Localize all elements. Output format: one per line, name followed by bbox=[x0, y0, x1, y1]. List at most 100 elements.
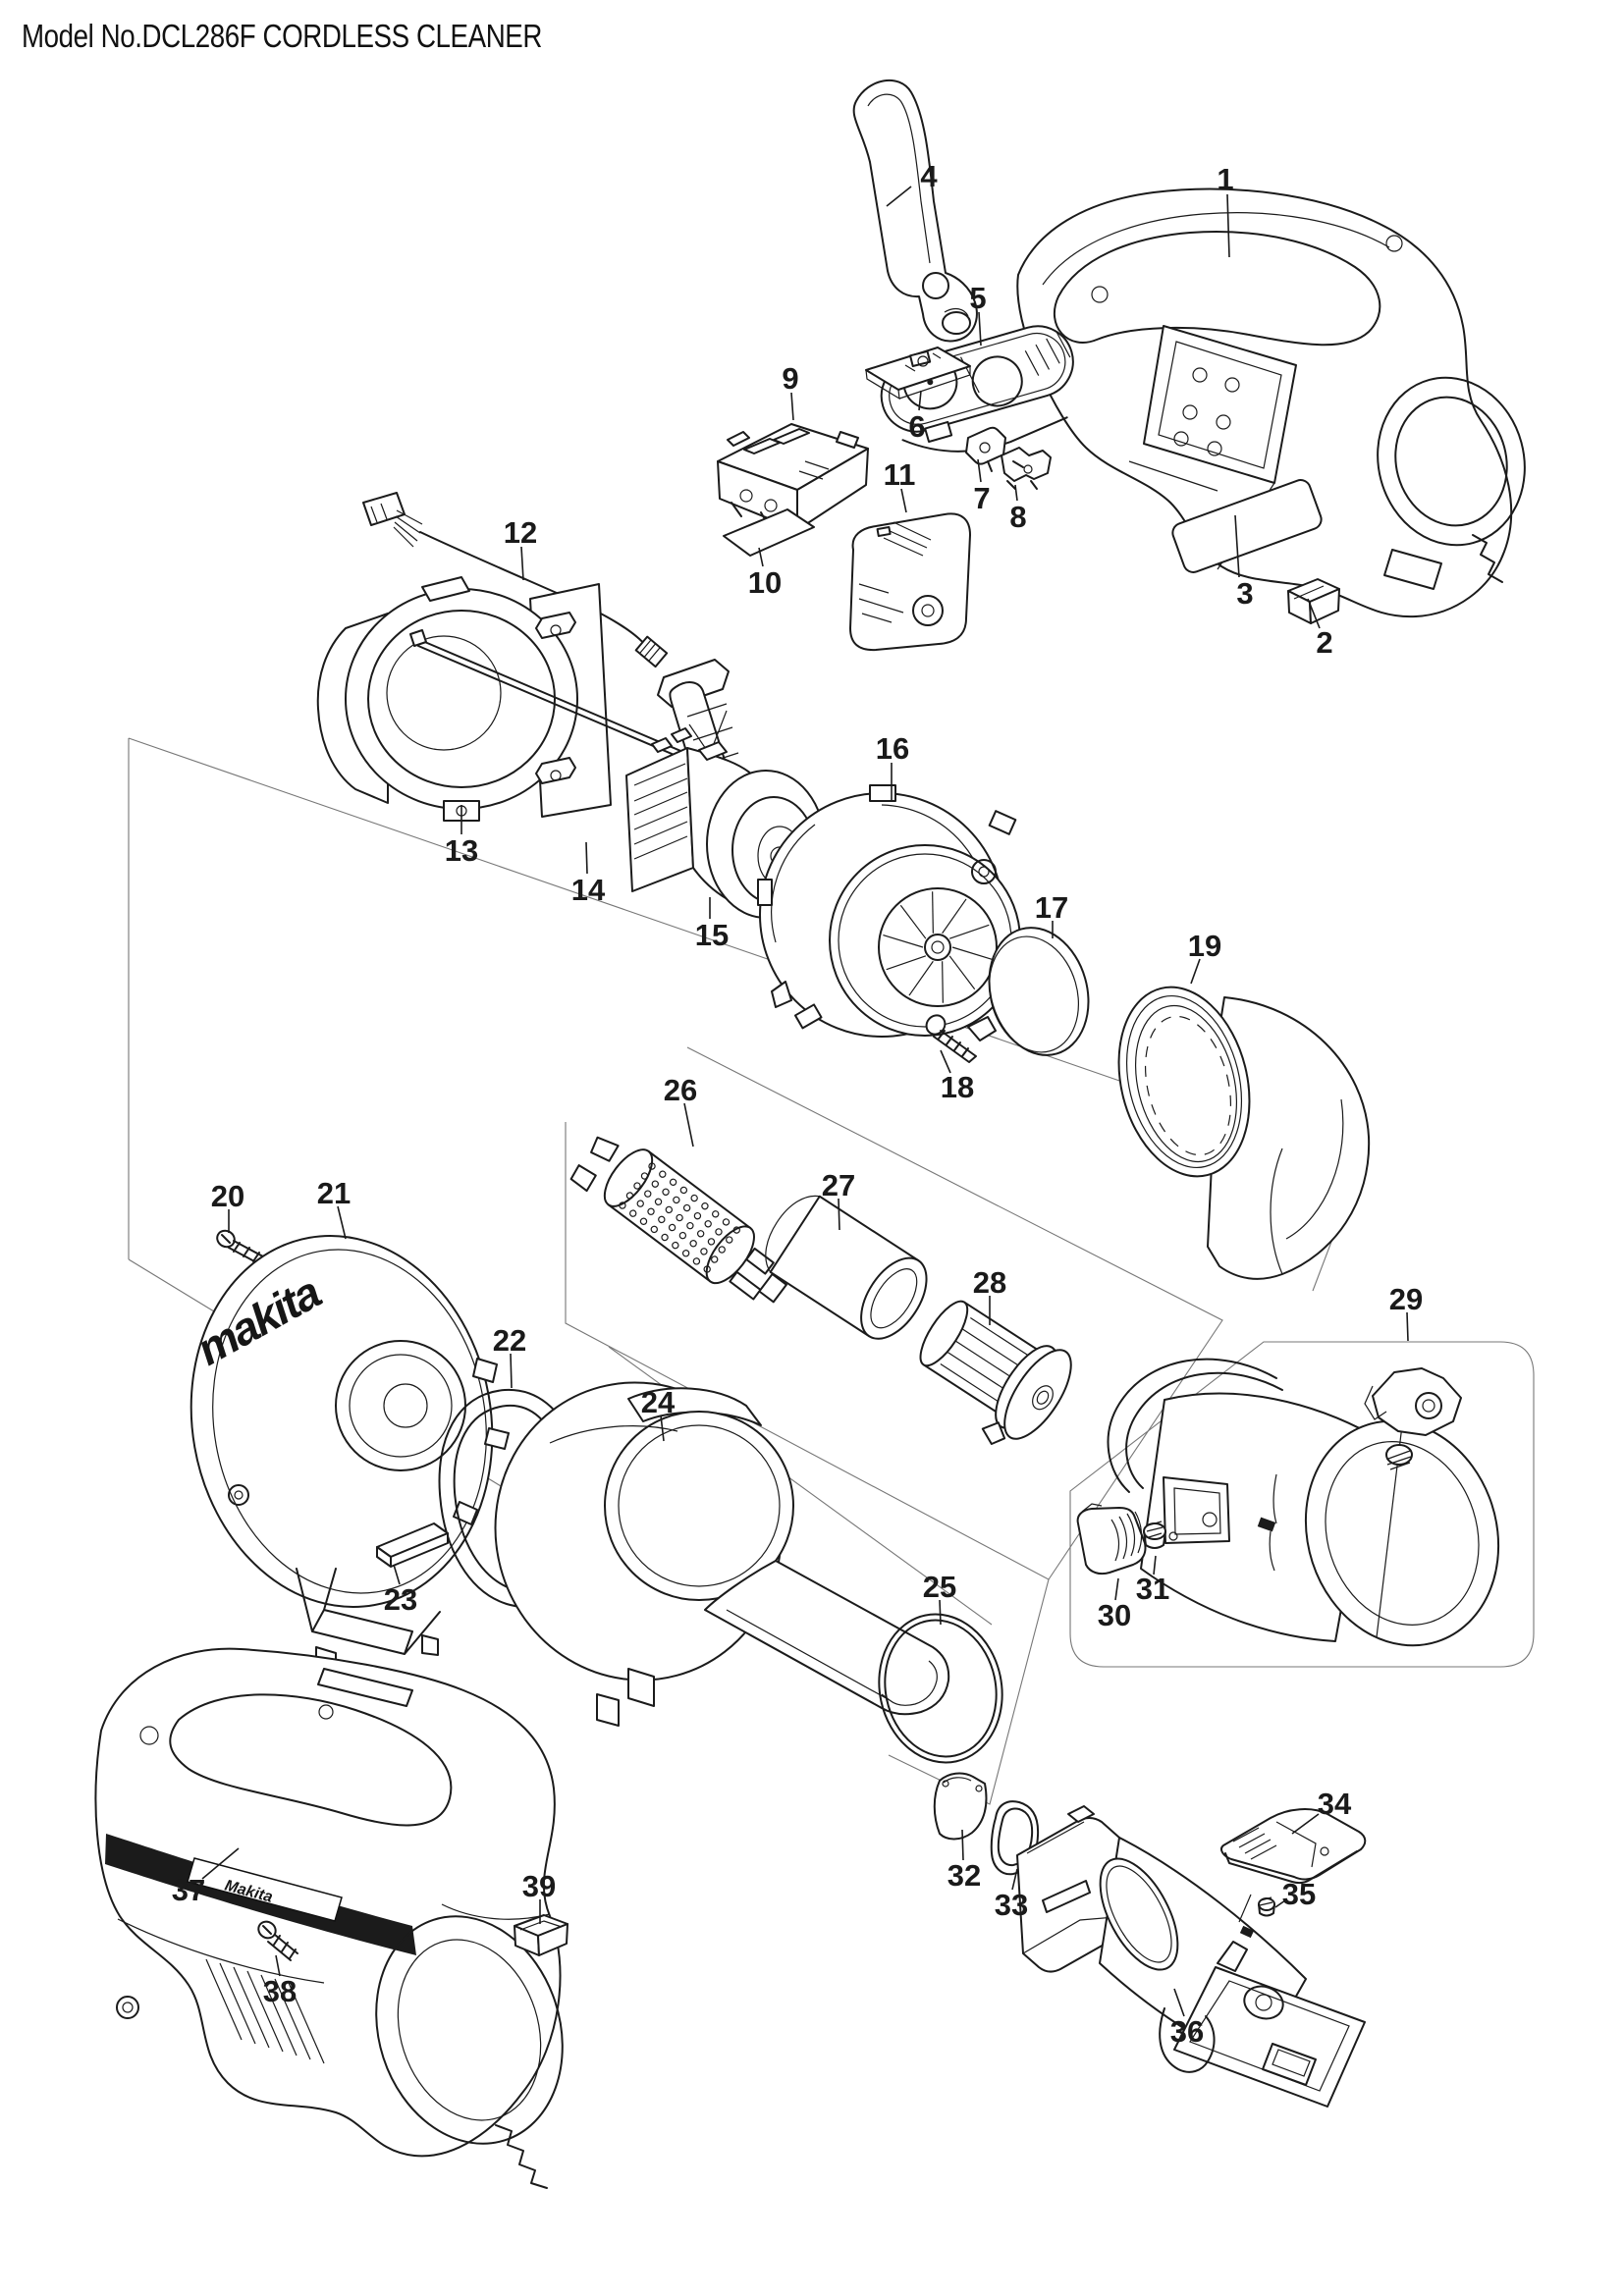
part-label-36: 36 bbox=[1170, 2014, 1204, 2049]
part-leader-6 bbox=[918, 390, 922, 411]
part-29-group-box bbox=[1069, 1341, 1535, 1668]
part-label-14: 14 bbox=[571, 873, 606, 907]
part-label-22: 22 bbox=[493, 1323, 526, 1358]
part-09-terminal-block bbox=[717, 423, 869, 531]
part-label-10: 10 bbox=[748, 565, 782, 600]
part-label-25: 25 bbox=[923, 1570, 956, 1604]
part-leader-18 bbox=[940, 1049, 951, 1074]
part-38-screw bbox=[257, 1920, 298, 1961]
part-leader-21 bbox=[337, 1205, 347, 1240]
part-leader-7 bbox=[977, 458, 982, 483]
part-label-30: 30 bbox=[1098, 1598, 1131, 1632]
part-32-valve-flap bbox=[933, 1772, 988, 1841]
part-label-2: 2 bbox=[1316, 625, 1332, 660]
part-label-5: 5 bbox=[969, 281, 986, 315]
part-label-34: 34 bbox=[1318, 1787, 1352, 1821]
part-label-20: 20 bbox=[211, 1179, 244, 1213]
part-label-27: 27 bbox=[822, 1168, 855, 1202]
part-19-filter-bag bbox=[1117, 986, 1371, 1280]
part-label-37: 37 bbox=[172, 1873, 205, 1907]
part-leader-38 bbox=[275, 1954, 281, 1977]
part-31-nut bbox=[1143, 1521, 1166, 1549]
part-leader-1 bbox=[1226, 193, 1230, 258]
part-leader-2 bbox=[1307, 598, 1321, 629]
perforations bbox=[619, 1162, 740, 1273]
part-leader-31 bbox=[1153, 1555, 1157, 1575]
part-13-motor-bracket-rear bbox=[316, 576, 739, 822]
part-11-controller-cover bbox=[849, 512, 971, 652]
part-label-29: 29 bbox=[1389, 1282, 1423, 1316]
part-34-lock-lever bbox=[1220, 1808, 1367, 1885]
part-23-sponge-pad bbox=[376, 1522, 449, 1568]
part-label-4: 4 bbox=[920, 159, 938, 193]
part-label-7: 7 bbox=[973, 481, 990, 515]
part-label-26: 26 bbox=[664, 1073, 697, 1107]
part-16-fan-housing bbox=[757, 784, 1042, 1041]
part-01-rear-housing bbox=[1016, 187, 1526, 618]
part-06-sensor-plate bbox=[865, 347, 971, 400]
part-17-filter-disc bbox=[988, 927, 1090, 1056]
part-29-dust-box-assembly bbox=[1107, 1358, 1500, 1647]
part-label-23: 23 bbox=[384, 1582, 417, 1617]
part-27-sponge-filter bbox=[765, 1195, 928, 1340]
part-label-15: 15 bbox=[695, 918, 729, 952]
part-26-prefilter-tube bbox=[569, 1136, 787, 1304]
part-21-motor-cover: makita bbox=[189, 1235, 510, 1668]
part-leader-30 bbox=[1114, 1577, 1119, 1601]
part-18-screw bbox=[925, 1014, 977, 1063]
part-07-micro-switch bbox=[965, 426, 1006, 472]
page-title: Model No.DCL286F CORDLESS CLEANER bbox=[22, 18, 542, 54]
part-leader-29 bbox=[1406, 1311, 1409, 1342]
part-label-18: 18 bbox=[941, 1070, 974, 1104]
part-leader-35 bbox=[1274, 1899, 1286, 1908]
part-label-17: 17 bbox=[1035, 890, 1068, 925]
part-leader-3 bbox=[1234, 514, 1240, 578]
part-label-19: 19 bbox=[1188, 929, 1221, 963]
part-label-33: 33 bbox=[995, 1888, 1028, 1922]
part-30-latch-button bbox=[1076, 1503, 1147, 1575]
part-leader-37 bbox=[201, 1847, 240, 1880]
part-24-dust-case bbox=[494, 1381, 950, 1727]
part-leader-19 bbox=[1190, 958, 1201, 985]
part-label-6: 6 bbox=[908, 409, 925, 444]
part-leader-23 bbox=[393, 1564, 401, 1585]
part-leader-36 bbox=[1173, 1988, 1185, 2017]
part-leader-8 bbox=[1014, 484, 1018, 502]
impeller-blades bbox=[883, 891, 993, 1003]
part-leader-32 bbox=[961, 1829, 964, 1861]
part-label-31: 31 bbox=[1136, 1572, 1169, 1606]
part-leader-4 bbox=[886, 186, 912, 207]
part-25-seal-ring bbox=[878, 1613, 1003, 1764]
part-leader-11 bbox=[900, 488, 907, 513]
part-label-38: 38 bbox=[263, 1974, 297, 2008]
part-leader-12 bbox=[520, 546, 524, 581]
part-leader-25 bbox=[939, 1599, 942, 1626]
part-03-label-sticker bbox=[1171, 479, 1323, 573]
part-leader-24 bbox=[660, 1415, 665, 1442]
part-label-21: 21 bbox=[317, 1176, 351, 1210]
part-label-16: 16 bbox=[876, 731, 909, 766]
part-04-hanger-strap bbox=[852, 79, 978, 343]
part-leader-5 bbox=[978, 311, 982, 347]
part-leader-34 bbox=[1291, 1813, 1320, 1835]
part-label-3: 3 bbox=[1236, 576, 1253, 611]
part-label-32: 32 bbox=[947, 1858, 981, 1893]
part-label-11: 11 bbox=[884, 457, 916, 492]
part-39-end-cap bbox=[514, 1914, 568, 1956]
part-leader-22 bbox=[510, 1353, 513, 1389]
part-37-front-housing: Makita bbox=[94, 1647, 564, 2189]
part-label-39: 39 bbox=[522, 1869, 556, 1903]
part-label-12: 12 bbox=[504, 515, 537, 550]
part-label-35: 35 bbox=[1282, 1877, 1316, 1911]
part-label-24: 24 bbox=[641, 1385, 676, 1419]
part-leader-9 bbox=[790, 392, 794, 421]
part-label-28: 28 bbox=[973, 1265, 1006, 1300]
part-08-micro-switch bbox=[1001, 447, 1052, 490]
part-label-8: 8 bbox=[1009, 500, 1026, 534]
part-02-switch-knob bbox=[1287, 578, 1340, 624]
part-label-13: 13 bbox=[445, 833, 478, 868]
part-leader-10 bbox=[758, 547, 764, 567]
part-10-label-sticker bbox=[723, 508, 815, 557]
